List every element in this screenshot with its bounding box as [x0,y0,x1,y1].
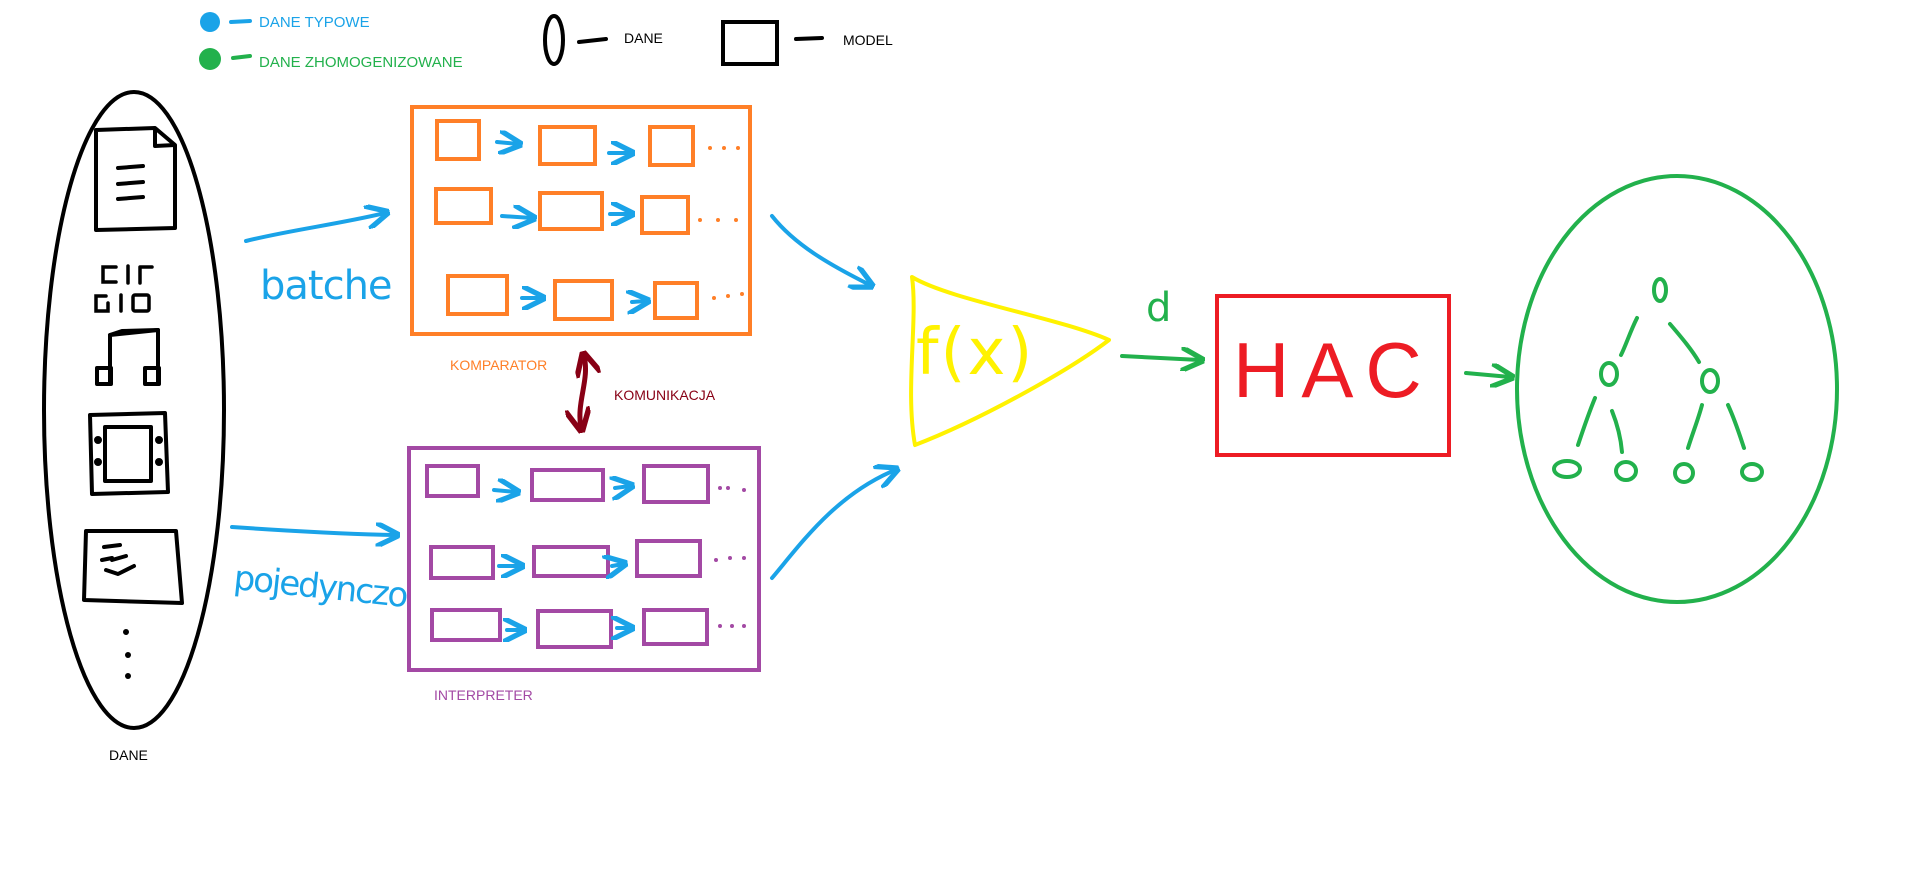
data-source [42,90,226,730]
tree-leaf-node [1673,462,1695,484]
comparator-to-function-arrow [770,214,870,285]
data-ellipse [42,90,226,730]
tree-leaf-node [1614,460,1638,482]
interpreter-model [530,468,605,502]
batches-edge-label: batche [260,263,393,309]
function-label: f(x) [916,316,1035,390]
interpreter-model [635,539,702,578]
comparator-model [538,191,604,231]
image-icon [82,529,184,605]
more-items-dots [123,629,131,679]
batches-arrow [244,213,385,243]
comparator-model [648,125,695,167]
comparator-label: KOMPARATOR [450,357,548,373]
distance-arrow [1120,356,1200,360]
comparator-model [640,195,690,235]
hac-label: HAC [1233,326,1434,414]
music-icon [95,328,161,386]
function-triangle [909,275,1111,447]
comparator-flow-arrows [495,142,646,302]
legend-rect-dash [794,36,824,41]
legend-homogenized-label: DANE ZHOMOGENIZOWANE [259,54,463,71]
tree-nodes [1552,277,1764,484]
legend-model-label: MODEL [843,32,893,48]
interpreter-model [642,608,709,646]
function-node [909,275,1111,447]
hac-frame [1215,294,1451,457]
communication-label: KOMUNIKACJA [614,387,716,403]
legend-typical-label: DANE TYPOWE [259,14,370,31]
legend-rect-shape [721,20,779,66]
interpreter-flow-arrows [492,486,630,630]
comparator-models [434,119,699,321]
document-icon [94,126,177,232]
result-tree [1515,174,1839,604]
comparator-model [653,281,699,320]
interpreter-model [425,464,480,498]
comparator-model [434,187,493,225]
interpreter-to-function-arrow [770,470,895,580]
hac [1215,294,1451,457]
tree-node [1599,361,1619,387]
legend-typical-dash [229,19,252,24]
legend-homogenized-dot [199,48,221,70]
tree-leaf-node [1552,459,1582,479]
interpreter-frame [407,446,761,672]
interpreter [407,446,761,672]
film-icon [88,411,170,496]
single-arrow [230,527,395,535]
comparator-model [538,125,597,166]
distance-label: d [1146,285,1172,331]
tree-edges [1576,316,1746,454]
interpreter-label: INTERPRETER [434,687,533,703]
interpreter-model [536,609,613,649]
interpreter-models [425,464,710,649]
result-ellipse [1515,174,1839,604]
interpreter-continuation-dots [714,486,746,628]
legend [199,12,824,70]
tree-node [1700,368,1720,394]
interpreter-model [532,545,610,578]
comparator [410,105,752,336]
tree-root-node [1652,277,1668,303]
comparator-frame [410,105,752,336]
comparator-continuation-dots [698,146,744,300]
hac-to-tree-arrow [1464,373,1510,377]
legend-typical-dot [200,12,220,32]
interpreter-model [642,464,710,504]
comparator-model [553,279,614,321]
interpreter-model [430,608,502,642]
legend-ellipse-dash [577,37,608,44]
gif-icon [94,264,154,313]
comparator-model [446,274,509,316]
legend-data-label: DANE [624,30,663,46]
data-source-label: DANE [109,747,148,763]
communication-arrow [580,356,586,428]
tree-leaf-node [1740,462,1764,482]
comparator-model [435,119,481,161]
legend-ellipse-shape [543,14,565,66]
legend-homogenized-dash [231,54,252,60]
interpreter-model [429,545,495,580]
